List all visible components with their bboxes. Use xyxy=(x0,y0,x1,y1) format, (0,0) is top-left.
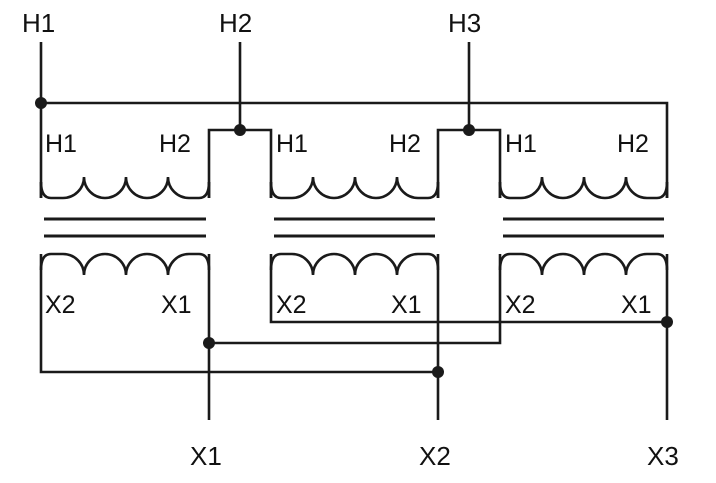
terminal-label-h3: H3 xyxy=(448,8,481,38)
terminal-label-x2: X2 xyxy=(419,441,451,471)
t3-x1-label: X1 xyxy=(621,291,652,319)
t1-h2-label: H2 xyxy=(159,130,191,158)
t3-x2-label: X2 xyxy=(505,291,536,319)
junction-dot-h3 xyxy=(463,124,475,136)
primary-junction-h2 xyxy=(207,128,273,198)
t1-h1-label: H1 xyxy=(45,130,77,158)
t1-primary-coil-icon xyxy=(39,176,211,200)
transformer-1: H1 H2 X2 X1 xyxy=(39,130,211,319)
t1-x2-label: X2 xyxy=(45,291,76,319)
junction-dot-x1 xyxy=(203,337,215,349)
t2-primary-coil-icon xyxy=(269,176,440,200)
t3-h2-label: H2 xyxy=(617,130,649,158)
t3-x2-to-x1-wire xyxy=(209,270,502,345)
terminal-label-x3: X3 xyxy=(647,441,679,471)
t3-secondary-coil-icon xyxy=(498,252,669,276)
terminal-label-h2: H2 xyxy=(219,8,252,38)
primary-junction-h3 xyxy=(436,128,502,198)
t2-x2-to-t3-x1-wire xyxy=(269,270,667,324)
terminal-label-x1: X1 xyxy=(190,441,222,471)
transformer-3: H1 H2 X2 X1 xyxy=(498,130,669,319)
junction-dot-h2 xyxy=(234,124,246,136)
t2-h1-label: H1 xyxy=(276,130,308,158)
terminal-label-h1: H1 xyxy=(22,8,55,38)
t3-primary-coil-icon xyxy=(498,176,669,200)
t1-secondary-coil-icon xyxy=(39,252,211,276)
transformer-2: H1 H2 X2 X1 xyxy=(269,130,440,319)
junction-dot-x3 xyxy=(661,316,673,328)
junction-dot-x2 xyxy=(432,366,444,378)
t1-x1-label: X1 xyxy=(161,291,192,319)
t2-secondary-coil-icon xyxy=(269,252,440,276)
t2-x1-label: X1 xyxy=(391,291,422,319)
primary-bus-top xyxy=(41,101,669,198)
t2-x2-label: X2 xyxy=(276,291,307,319)
t3-h1-label: H1 xyxy=(505,130,537,158)
t1-x2-return-wire xyxy=(39,270,438,374)
junction-dot-h1 xyxy=(35,97,47,109)
t2-h2-label: H2 xyxy=(389,130,421,158)
